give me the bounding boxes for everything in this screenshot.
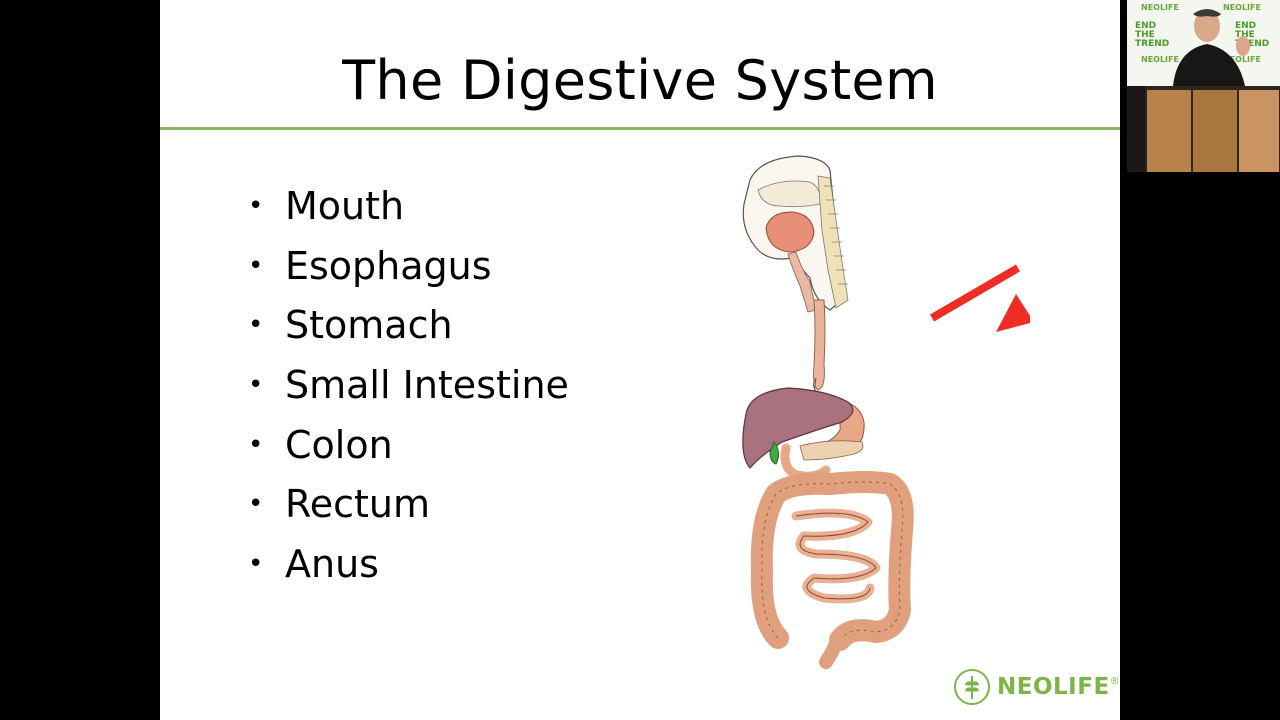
head-cross-section [742, 155, 849, 313]
presentation-slide: The Digestive System • Mouth • Esophagus •… [160, 0, 1120, 720]
bullet-dot: • [248, 370, 264, 401]
video-room-background [1127, 86, 1280, 172]
small-intestine-outline [795, 512, 877, 600]
logo-text: NEOLIFE [997, 674, 1110, 700]
bullet-text: Rectum [285, 482, 430, 527]
large-intestine-outline [761, 481, 904, 641]
bullet-item: • Stomach [244, 295, 569, 355]
backdrop-logo: NEOLIFE [1141, 55, 1179, 64]
liver [742, 387, 854, 469]
large-intestine [750, 471, 914, 651]
bullet-text: Stomach [285, 303, 453, 348]
presenter-silhouette [1173, 9, 1250, 86]
bullet-dot: • [248, 310, 264, 341]
bullet-list: • Mouth • Esophagus • Stomach • Small Intest… [244, 176, 569, 594]
backdrop-tagline: END THE TREND [1235, 21, 1270, 49]
backdrop-logo: NEOLIFE [1223, 3, 1261, 12]
bullet-text: Mouth [285, 184, 405, 228]
bullet-item: • Small Intestine [244, 355, 569, 415]
pancreas [799, 440, 864, 461]
digestive-tract-illustration [742, 155, 1030, 669]
bullet-text: Esophagus [285, 243, 492, 288]
neolife-logo: NEOLIFE ® [953, 667, 1120, 707]
presenter-video-tile[interactable]: NEOLIFE NEOLIFE END THE TREND END THE TR… [1127, 0, 1280, 172]
bullet-item: • Rectum [244, 474, 569, 534]
rectum [819, 631, 845, 669]
bullet-text: Anus [285, 542, 379, 587]
registered-mark: ® [1109, 676, 1120, 687]
bullet-item: • Anus [244, 534, 569, 594]
bullet-dot: • [248, 250, 264, 281]
title-divider [160, 127, 1120, 130]
bullet-dot: • [248, 549, 264, 580]
bullet-text: Small Intestine [285, 363, 569, 408]
bullet-dot: • [248, 429, 264, 460]
backdrop-logo: NEOLIFE [1223, 55, 1261, 64]
wheat-leaf-icon [954, 669, 990, 705]
bullet-item: • Esophagus [244, 236, 569, 296]
backdrop-tagline: END THE TREND [1135, 21, 1170, 49]
red-arrow-icon [929, 264, 1030, 332]
gallbladder [769, 441, 780, 465]
bullet-dot: • [248, 191, 264, 221]
bullet-text: Colon [285, 422, 393, 467]
bullet-item: • Mouth [244, 176, 569, 236]
esophagus [813, 299, 826, 391]
bullet-dot: • [248, 489, 264, 520]
backdrop-logo: NEOLIFE [1141, 3, 1179, 12]
slide-title: The Digestive System [342, 49, 938, 112]
bullet-item: • Colon [244, 415, 569, 475]
